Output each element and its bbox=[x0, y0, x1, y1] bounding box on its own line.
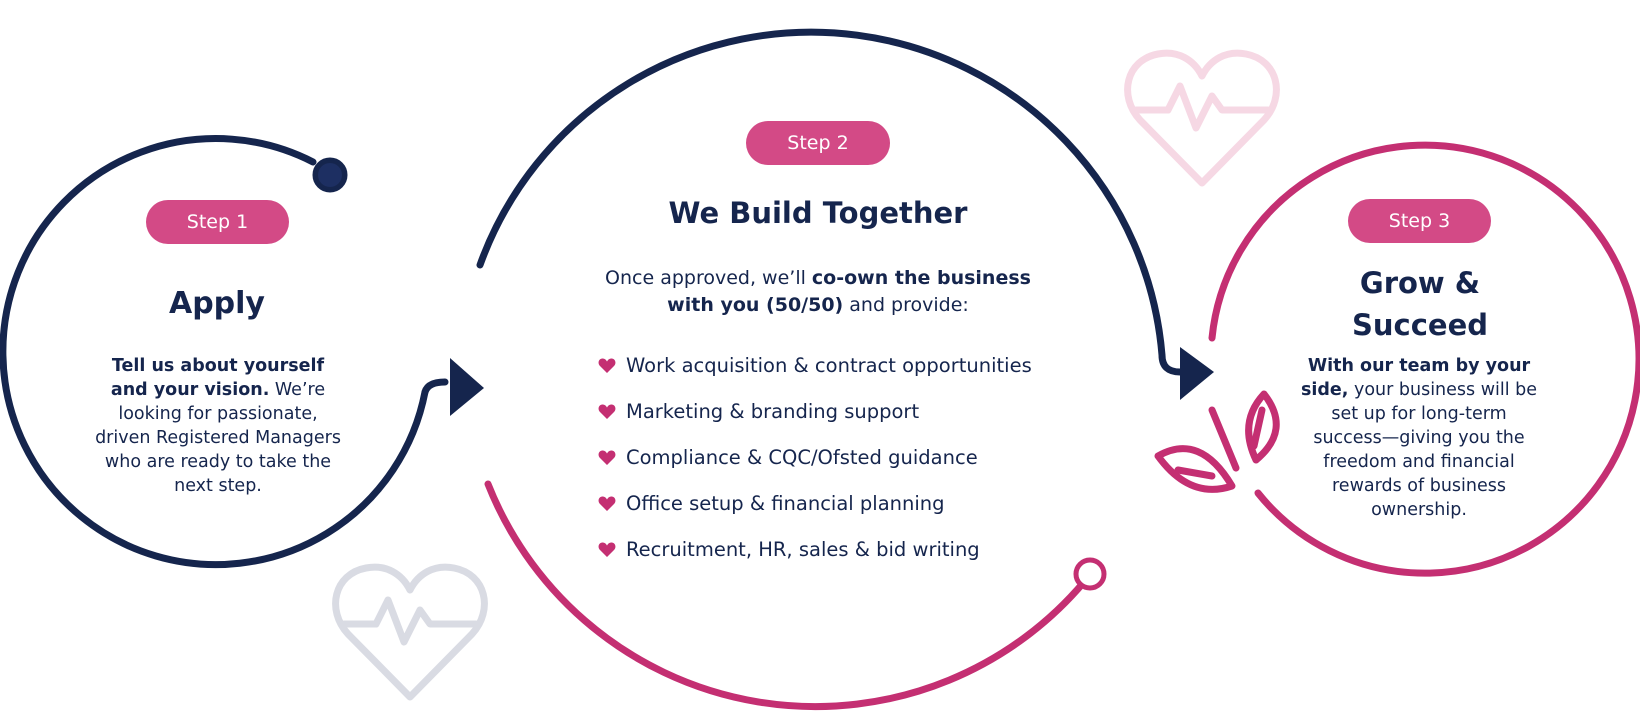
sprout-leaves-icon bbox=[1154, 390, 1280, 493]
step3-description: With our team by your side, your busines… bbox=[1296, 354, 1542, 522]
heartbeat-heart-icon bbox=[332, 563, 488, 701]
step2-title: We Build Together bbox=[668, 196, 968, 230]
step3-ring bbox=[1208, 141, 1640, 577]
step1-ring bbox=[0, 135, 484, 569]
heart-icon bbox=[598, 450, 616, 465]
benefit-item: Compliance & CQC/Ofsted guidance bbox=[598, 444, 1032, 490]
step2-badge: Step 2 bbox=[746, 121, 890, 165]
step3-title: Grow & Succeed bbox=[1351, 266, 1488, 342]
step2-arrow-icon bbox=[1180, 347, 1214, 400]
step2-end-ring-icon bbox=[1073, 557, 1107, 591]
heart-icon bbox=[598, 496, 616, 511]
step3-description-rest: your business will be set up for long-te… bbox=[1313, 380, 1538, 520]
heart-icon bbox=[598, 358, 616, 373]
benefit-label: Office setup & financial planning bbox=[626, 492, 945, 515]
step1-description-bold: Tell us about yourself and your vision. bbox=[110, 356, 325, 400]
step2-ring bbox=[476, 28, 1214, 711]
step2-intro-bold: co-own the business with you (50/50) bbox=[667, 267, 1031, 316]
heart-icon bbox=[598, 542, 616, 557]
step1-arrow-icon bbox=[450, 358, 484, 416]
step1-description-rest: We’re looking for passionate, driven Reg… bbox=[95, 380, 341, 496]
benefit-label: Recruitment, HR, sales & bid writing bbox=[626, 538, 980, 561]
step2-intro-post: and provide: bbox=[843, 294, 969, 316]
heart-icon bbox=[598, 404, 616, 419]
step1-badge: Step 1 bbox=[146, 200, 289, 244]
benefit-item: Marketing & branding support bbox=[598, 398, 1032, 444]
benefit-item: Work acquisition & contract opportunitie… bbox=[598, 352, 1032, 398]
benefit-label: Marketing & branding support bbox=[626, 400, 920, 423]
benefits-list: Work acquisition & contract opportunitie… bbox=[598, 352, 1032, 582]
benefit-label: Work acquisition & contract opportunitie… bbox=[626, 354, 1032, 377]
benefit-item: Recruitment, HR, sales & bid writing bbox=[598, 536, 1032, 582]
benefit-label: Compliance & CQC/Ofsted guidance bbox=[626, 446, 978, 469]
benefit-item: Office setup & financial planning bbox=[598, 490, 1032, 536]
step2-intro-pre: Once approved, we’ll bbox=[605, 267, 812, 289]
step1-description: Tell us about yourself and your vision. … bbox=[95, 354, 341, 498]
step3-description-bold: With our team by your side, bbox=[1300, 356, 1531, 400]
step1-title: Apply bbox=[168, 286, 265, 321]
step3-badge: Step 3 bbox=[1348, 199, 1491, 243]
heartbeat-heart-icon bbox=[1124, 49, 1280, 187]
step2-intro: Once approved, we’ll co-own the business… bbox=[590, 265, 1046, 319]
